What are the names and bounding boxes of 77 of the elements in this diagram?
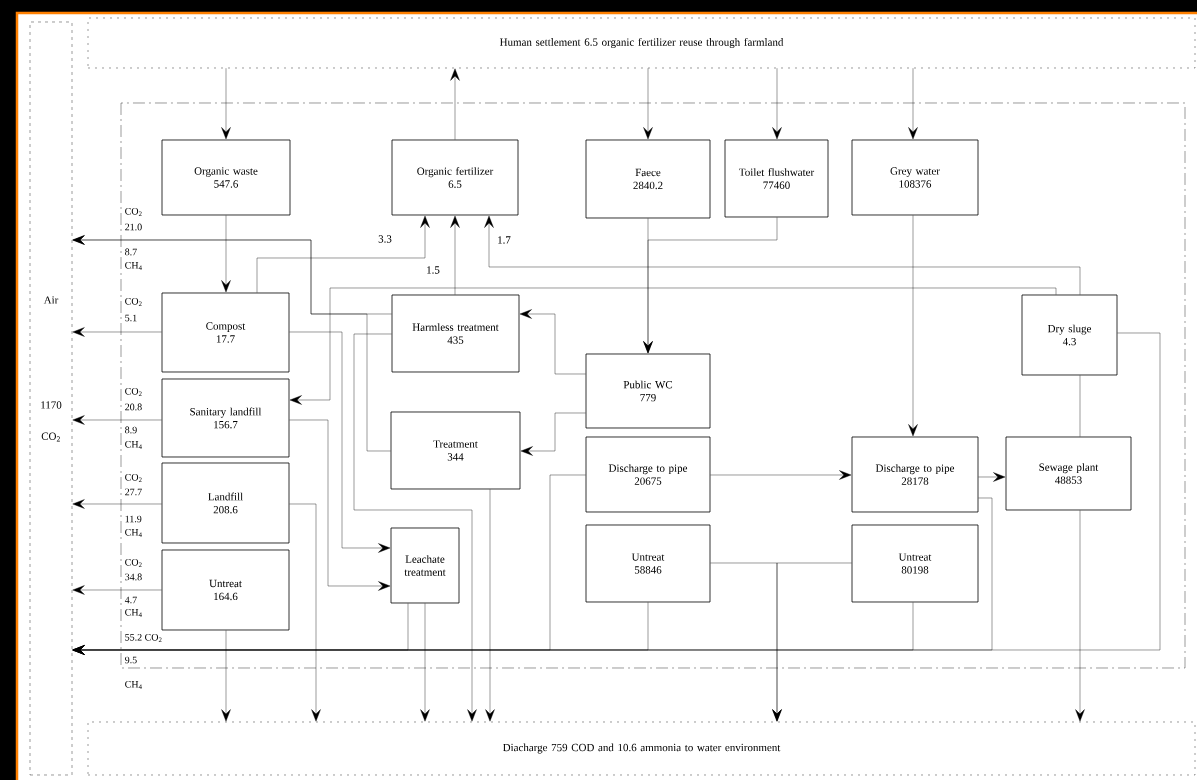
arrow: [772, 68, 782, 140]
arrow: [643, 68, 653, 140]
arrow: [72, 235, 391, 452]
arrow: [353, 333, 477, 722]
process-box: Treatment 344: [390, 411, 521, 490]
arrow: [420, 603, 430, 722]
process-box: Organic waste 547.6: [161, 139, 291, 216]
process-box: Toilet flushwater 77460: [724, 139, 829, 218]
process-box: Leachate treatment: [390, 527, 460, 604]
arrow: [450, 215, 460, 295]
arrow: [772, 562, 852, 722]
edge-label: 3.3: [377, 234, 393, 244]
arrow: [289, 503, 321, 722]
arrow: [1075, 510, 1085, 722]
arrow: [72, 499, 162, 509]
process-box: Harmless treatment 435: [391, 294, 520, 373]
arrow: [72, 415, 162, 425]
edge-label: 1.7: [496, 235, 512, 245]
process-box: Compost 17.7: [161, 292, 290, 373]
emission-label: 9.5: [125, 656, 137, 664]
arrow: [978, 472, 1006, 482]
emission-label: CH$_{4}$: [125, 680, 142, 690]
arrow: [908, 215, 918, 437]
emission-label: 55.2 CO$_{2}$: [125, 633, 162, 643]
arrow: [484, 215, 1081, 295]
edge-label: 1.5: [425, 265, 441, 275]
emission-label: CO$_{2}$: [125, 387, 142, 397]
arrow: [710, 470, 852, 480]
arrow: [643, 217, 778, 354]
arrow: [520, 412, 586, 456]
arrow: [289, 419, 391, 591]
emission-label: 21.0: [125, 223, 142, 231]
emission-label: 11.9: [125, 515, 142, 523]
water-environment-box: Diacharge 759 COD and 10.6 ammonia to water environment: [87, 721, 1196, 776]
process-box: Public WC 779: [585, 353, 711, 429]
arrow: [72, 327, 162, 337]
emission-label: 8.9: [125, 426, 137, 434]
arrow: [221, 68, 231, 140]
arrow: [289, 331, 391, 553]
air-box: Air 1170 CO$_{2}$: [29, 21, 73, 776]
process-box: Faece 2840.2: [585, 139, 711, 219]
emission-label: CO$_{2}$: [125, 473, 142, 483]
process-box: Landfill 208.6: [161, 462, 290, 544]
arrow: [221, 630, 231, 722]
process-box: Untreat 164.6: [161, 549, 290, 631]
arrow: [221, 215, 231, 293]
emission-label: CO$_{2}$: [125, 297, 142, 307]
process-box: Sewage plant 48853: [1005, 436, 1132, 511]
emission-label: CH$_{4}$: [125, 608, 142, 618]
emission-label: CH$_{4}$: [125, 261, 142, 271]
emission-label: 5.1: [125, 314, 137, 322]
process-box: Organic fertilizer 6.5: [391, 139, 519, 216]
arrow: [289, 287, 1057, 405]
emission-label: 34.8: [125, 573, 142, 581]
process-box: Discharge to pipe 20675: [585, 436, 711, 513]
settlement-box: Human settlement 6.5 organic fertilizer reuse through farmland: [87, 17, 1196, 69]
emission-label: CO$_{2}$: [125, 558, 142, 568]
arrow: [72, 332, 1161, 655]
process-box: Untreat 80198: [851, 524, 979, 603]
emission-label: CH$_{4}$: [125, 440, 142, 450]
arrow: [485, 489, 495, 722]
process-box: Sanitary landfill 156.7: [161, 378, 290, 458]
process-box: Dry sluge 4.3: [1021, 294, 1118, 376]
emission-label: CO$_{2}$: [125, 207, 142, 217]
process-box: Untreat 58846: [585, 524, 711, 603]
arrow: [256, 215, 430, 293]
arrow: [72, 585, 162, 595]
process-box: Grey water 108376: [851, 139, 979, 216]
arrow: [519, 309, 586, 375]
emission-label: 20.8: [125, 403, 142, 411]
emission-label: 27.7: [125, 488, 142, 496]
emission-label: 4.7: [124, 596, 137, 604]
process-box: Discharge to pipe 28178: [851, 436, 979, 513]
emission-label: CH$_{4}$: [125, 528, 142, 538]
arrow: [450, 68, 460, 140]
arrow: [908, 68, 918, 140]
emission-label: 8.7: [125, 248, 137, 256]
